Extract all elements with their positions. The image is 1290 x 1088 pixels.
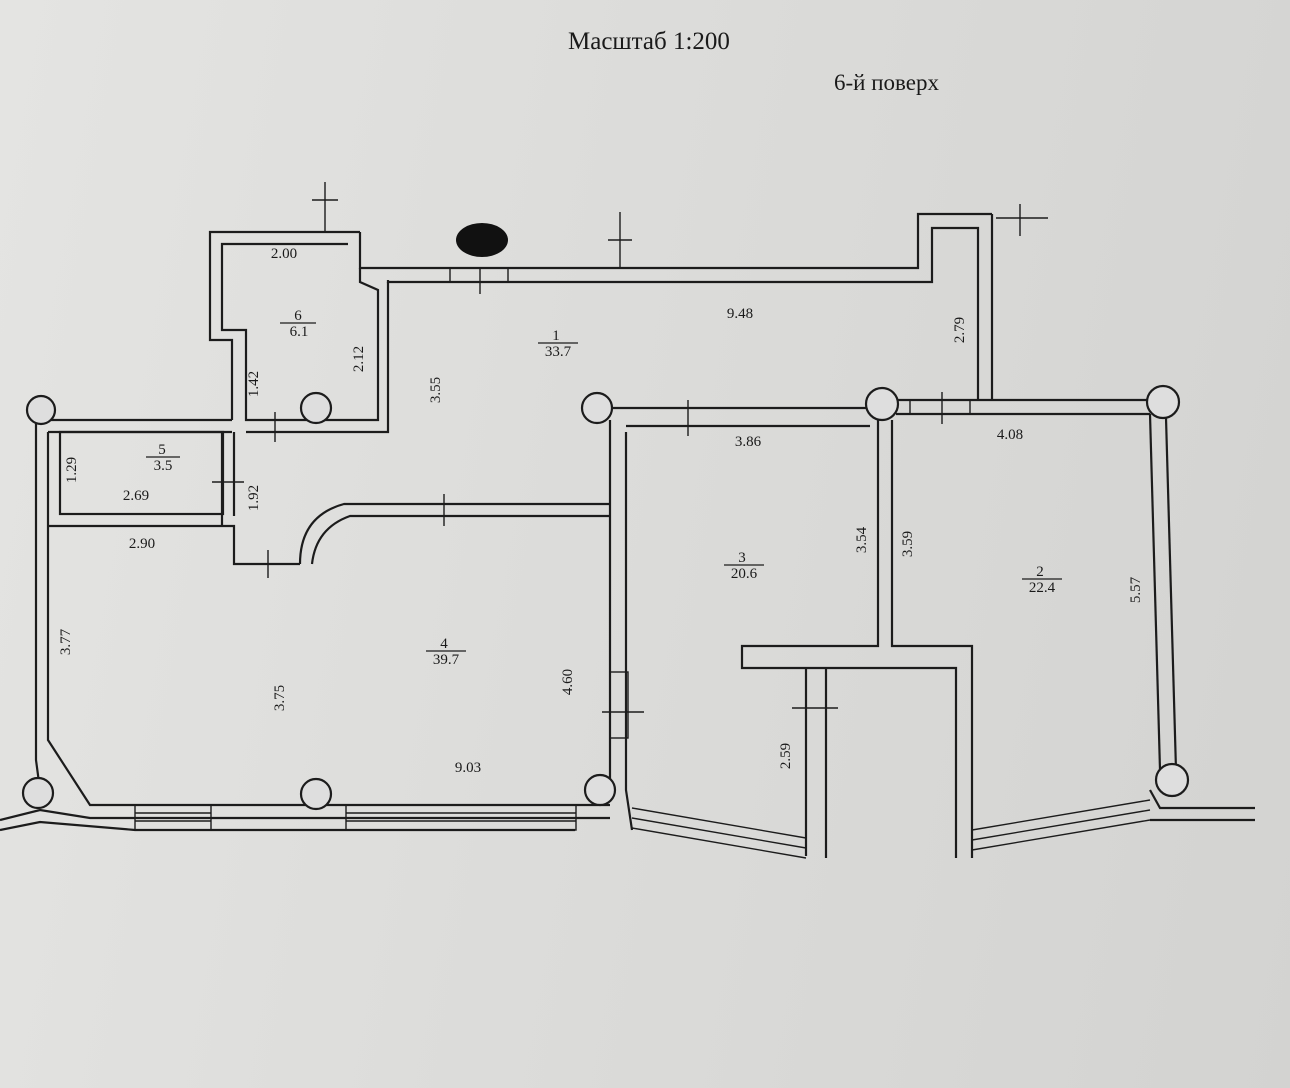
room-label-1: 1 33.7 <box>538 328 578 360</box>
floor-label: 6-й поверх <box>834 70 939 95</box>
room-area: 33.7 <box>545 344 572 360</box>
dim-room6-left: 1.42 <box>246 371 262 397</box>
room-label-3: 3 20.6 <box>724 550 764 582</box>
dim-room1-length: 9.48 <box>727 306 753 322</box>
windows <box>134 267 971 831</box>
dim-room5-height: 1.29 <box>64 457 80 483</box>
room-labels: 1 33.7 2 22.4 3 20.6 4 39.7 5 3.5 6 6.1 <box>146 308 1062 668</box>
room-label-2: 2 22.4 <box>1022 564 1062 596</box>
room-label-4: 4 39.7 <box>426 636 466 668</box>
dim-room4-inner: 3.75 <box>272 685 288 711</box>
room-area: 3.5 <box>154 458 173 474</box>
dim-room4-top: 2.90 <box>129 536 155 552</box>
dim-room5-width: 2.69 <box>123 488 149 504</box>
room-area: 6.1 <box>290 324 309 340</box>
door-marks <box>212 182 1048 713</box>
room-number: 4 <box>440 636 448 652</box>
dim-room2-width: 4.08 <box>997 427 1023 443</box>
room-number: 3 <box>738 550 746 566</box>
room-area: 20.6 <box>731 566 758 582</box>
scale-label: Масштаб 1:200 <box>568 28 730 55</box>
room-area: 22.4 <box>1029 580 1056 596</box>
dim-room6-width: 2.00 <box>271 246 297 262</box>
room-label-6: 6 6.1 <box>280 308 316 340</box>
dim-hall-small: 1.92 <box>246 485 262 511</box>
dim-room3-height: 3.54 <box>854 526 870 553</box>
dim-room2-left: 3.59 <box>900 531 916 557</box>
room-label-5: 5 3.5 <box>146 442 180 474</box>
room-number: 5 <box>158 442 166 458</box>
dim-room3-width: 3.86 <box>735 434 762 450</box>
outer-walls <box>0 212 1255 859</box>
dimension-labels: 2.00 2.12 1.42 9.48 3.55 2.79 3.86 3.5 4 … <box>58 246 1144 776</box>
columns <box>21 384 1190 811</box>
dim-room4-right: 4.60 <box>560 669 576 695</box>
room-area: 39.7 <box>433 652 460 668</box>
dim-room6-height: 2.12 <box>351 346 367 372</box>
dim-room4-left: 3.77 <box>58 628 74 655</box>
dim-room1-height: 3.55 <box>428 377 444 403</box>
dim-room3-lower: 2.59 <box>778 743 794 769</box>
room-number: 2 <box>1036 564 1044 580</box>
room-number: 1 <box>552 328 560 344</box>
room-number: 6 <box>294 308 302 324</box>
dim-room4-bottom: 9.03 <box>455 760 481 776</box>
dim-corridor-right: 2.79 <box>952 317 968 343</box>
dim-room2-height: 5.57 <box>1128 576 1144 603</box>
redaction-mark <box>456 223 508 257</box>
